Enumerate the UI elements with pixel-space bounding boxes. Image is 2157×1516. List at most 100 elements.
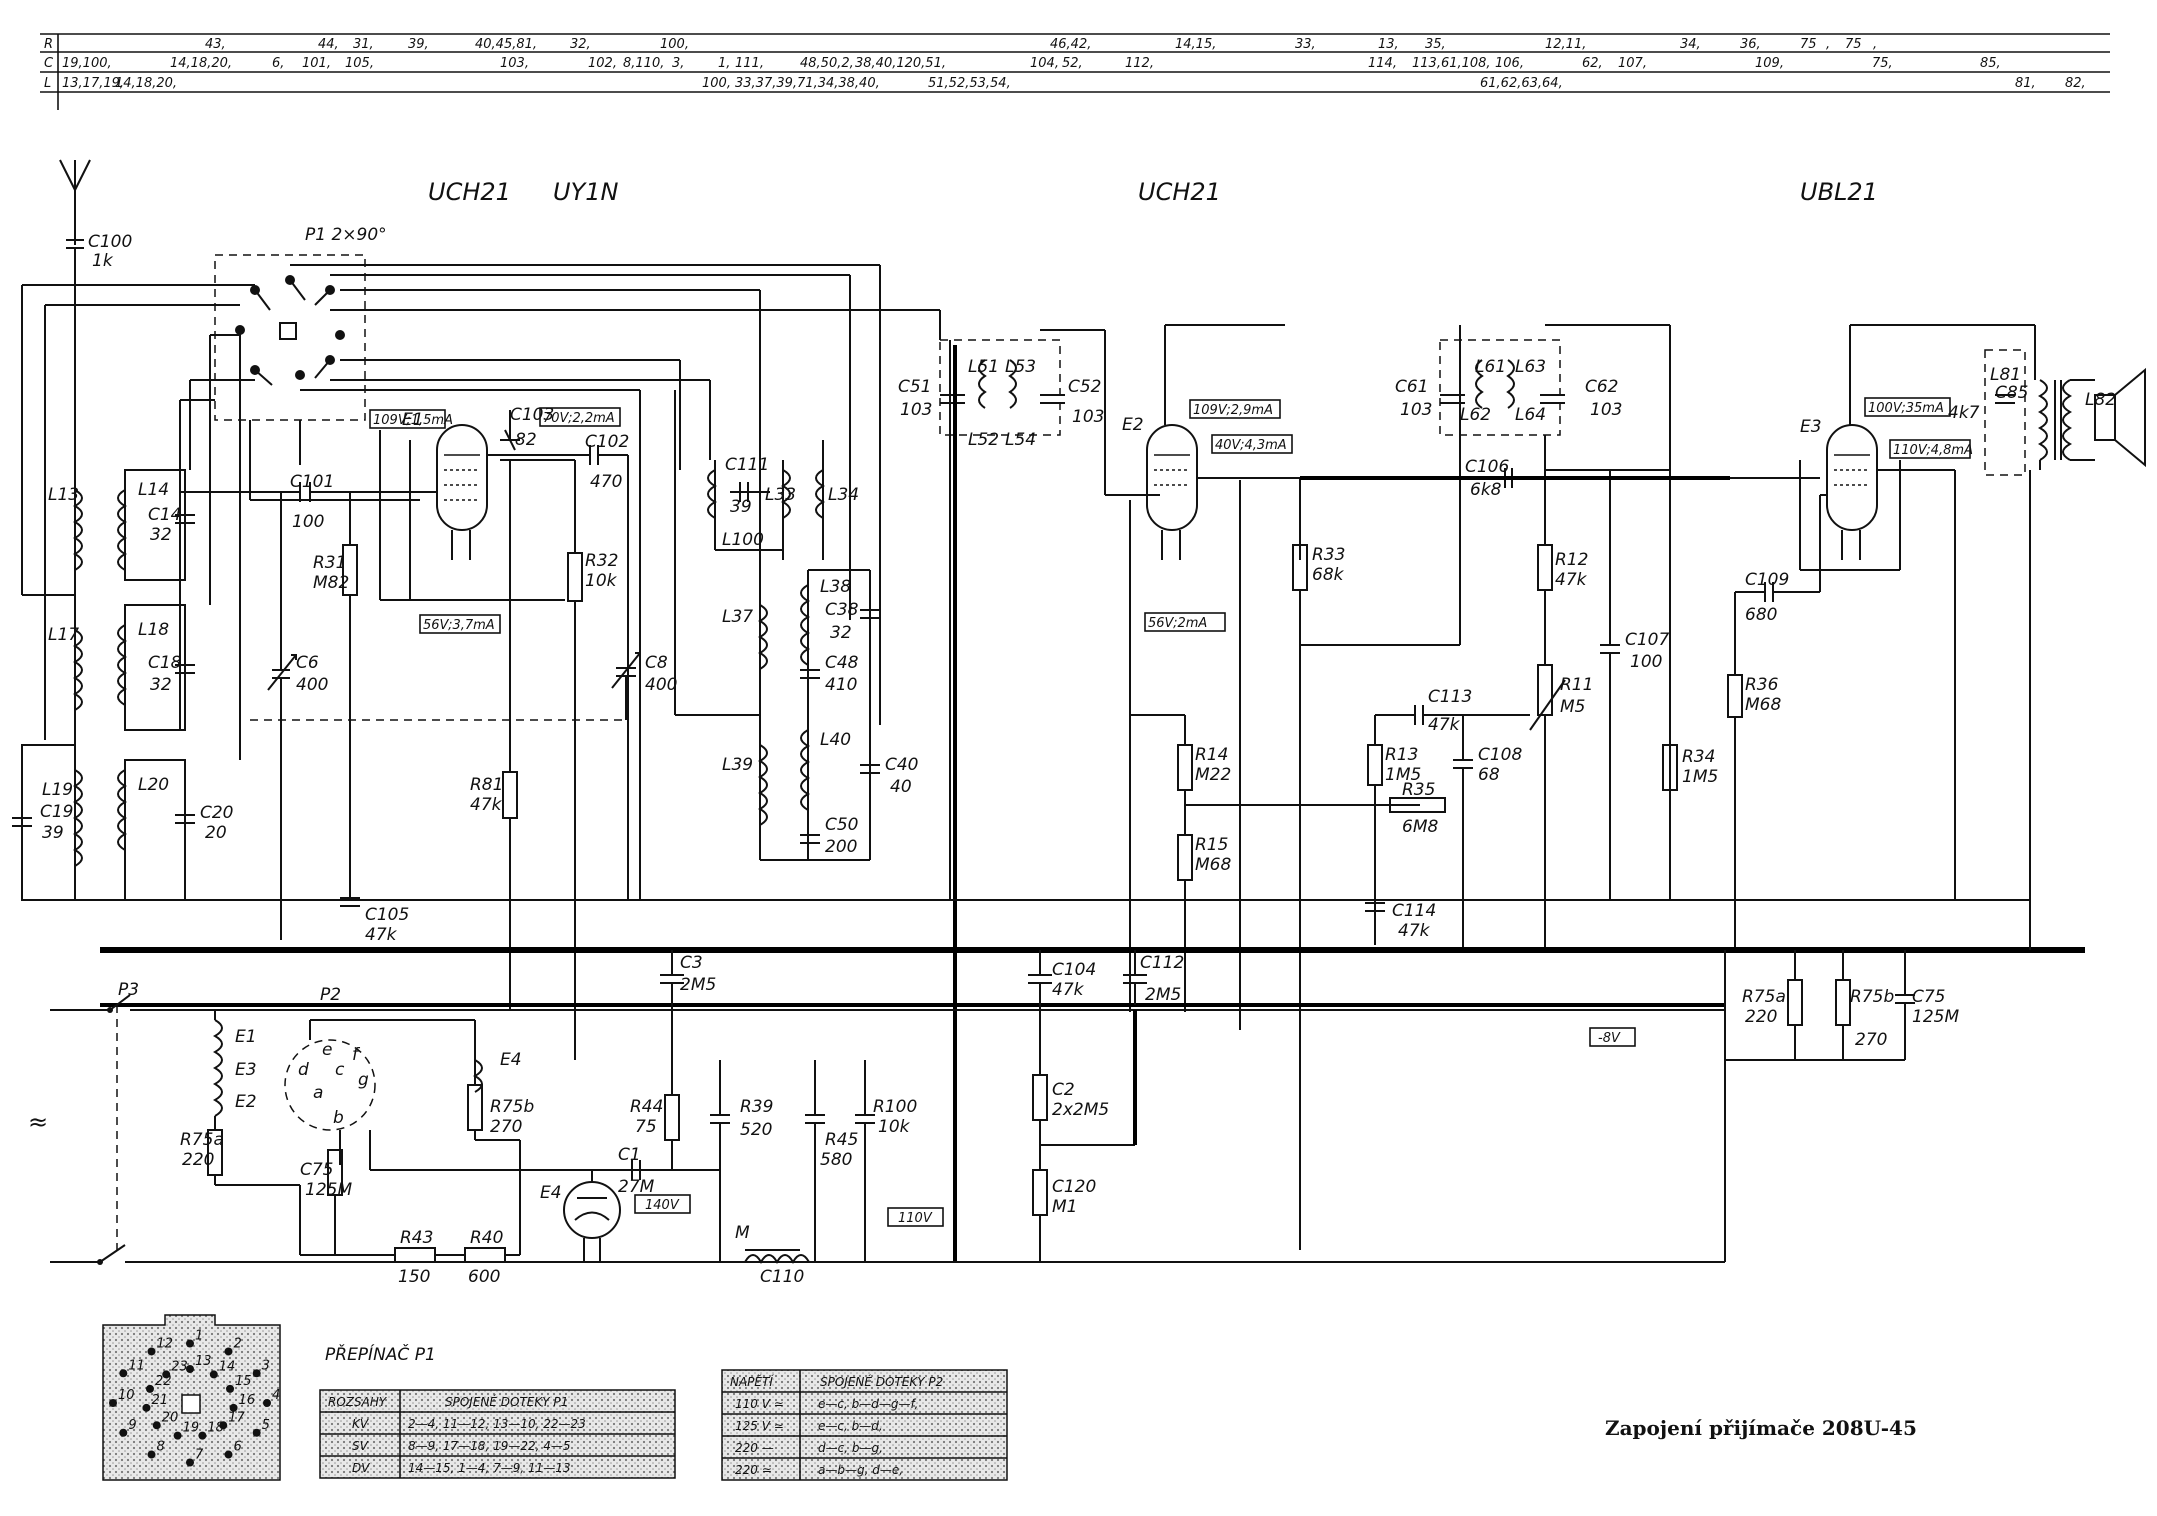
xref-entry: 40,45,81,: [475, 37, 537, 52]
component-ref: L62: [1460, 405, 1491, 425]
p1-contact-dot: [226, 1384, 235, 1393]
voltage-annotation: 110V: [898, 1211, 933, 1226]
xref-entry: 114,: [1368, 56, 1397, 71]
component-ref: R75b: [490, 1097, 534, 1117]
component-value: 103: [1072, 407, 1104, 427]
p1-contact-number: 7: [195, 1448, 204, 1463]
table-header: ROZSAHY: [328, 1395, 388, 1409]
tube-type-label: UBL21: [1800, 178, 1878, 206]
component-value: 1M5: [1385, 765, 1421, 785]
component-value: 400: [645, 675, 677, 695]
component-value: 100: [292, 512, 324, 532]
component-ref: R45: [825, 1130, 858, 1150]
component-value: 400: [296, 675, 328, 695]
tube-type-label: UY1N: [553, 178, 618, 206]
component-value: 520: [740, 1120, 772, 1140]
p1-contact-dot: [147, 1347, 156, 1356]
component-value: 270: [490, 1117, 522, 1137]
p1-contact-dot: [186, 1339, 194, 1348]
component-ref: C106: [1465, 457, 1510, 477]
component-ref: C102: [585, 432, 629, 452]
component-ref: C101: [290, 472, 334, 492]
p1-contact-dot: [119, 1428, 128, 1437]
component-ref: C2: [1052, 1080, 1075, 1100]
p1-contact-number: 2: [234, 1336, 242, 1351]
component-ref: R13: [1385, 745, 1418, 765]
component-ref: C48: [825, 653, 859, 673]
component-ref: C109: [1745, 570, 1789, 590]
component-ref: C38: [825, 600, 859, 620]
component-value: 47k: [470, 795, 503, 815]
xref-entry: 13,17,19,: [62, 76, 124, 91]
xref-entry: 112,: [1125, 56, 1154, 71]
component-ref: R15: [1195, 835, 1228, 855]
component-value: 103: [900, 400, 932, 420]
component-ref: C112: [1140, 953, 1184, 973]
component-value: 32: [150, 525, 172, 545]
component-ref: C51: [898, 377, 932, 397]
p1-contact-dot: [173, 1431, 182, 1440]
switch-label: M: [735, 1223, 750, 1243]
component-ref: R100: [873, 1097, 917, 1117]
table-cell: d—c, b—g,: [818, 1441, 883, 1455]
table-cell: e—c, b—d—g—f,: [818, 1397, 918, 1411]
p1-contact-dot: [186, 1365, 194, 1373]
p1-contact-dot: [109, 1399, 117, 1407]
table-p1: [319, 1389, 676, 1479]
tube-ref: E1: [402, 410, 424, 430]
component-ref: C61: [1395, 377, 1429, 397]
component-ref: R12: [1555, 550, 1588, 570]
switch-wiring: [21, 264, 941, 900]
xref-entry: 81,: [2015, 76, 2036, 91]
table-p2: [721, 1369, 1008, 1481]
p2-contact: b: [333, 1108, 344, 1128]
component-ref: R40: [470, 1228, 503, 1248]
voltage-box: [1144, 612, 1226, 632]
xref-row-key: R: [44, 37, 53, 52]
ground-buses: [75, 345, 2085, 1262]
heater-label: E1: [235, 1027, 257, 1047]
component-ref: L63: [1515, 357, 1546, 377]
voltage-annotation: 109V;1,5mA: [373, 413, 453, 428]
xref-entry: 34,: [1680, 37, 1701, 52]
voltage-box: [1189, 399, 1281, 419]
component-ref: C75: [300, 1160, 334, 1180]
p1-contact-dot: [252, 1369, 261, 1378]
xref-entry: 12,11,: [1545, 37, 1586, 52]
heater-label: E3: [235, 1060, 257, 1080]
voltage-box: [1589, 1027, 1636, 1047]
table-cell: 125 V ≃: [735, 1419, 784, 1433]
voltage-annotation: 40V;4,3mA: [1215, 438, 1287, 453]
component-value: 220: [182, 1150, 214, 1170]
component-value: 1M5: [1682, 767, 1718, 787]
xref-entry: 19,100,: [62, 56, 112, 71]
component-value: M68: [1195, 855, 1231, 875]
xref-entry: 39,: [408, 37, 429, 52]
component-value: M82: [313, 573, 349, 593]
component-value: 82: [515, 430, 537, 450]
component-value: M1: [1052, 1197, 1077, 1217]
xref-entry: 33,: [1295, 37, 1316, 52]
tube-e1: [436, 424, 488, 560]
table-cell: 220 —: [735, 1441, 774, 1455]
xref-entry: 75: [1800, 37, 1817, 52]
component-value: 10k: [878, 1117, 911, 1137]
component-ref: L64: [1515, 405, 1546, 425]
voltage-annotation: 100V;35mA: [1868, 401, 1944, 416]
tube-type-label: UCH21: [428, 178, 511, 206]
mains-symbol: ≈: [28, 1108, 48, 1136]
component-ref: R75b: [1850, 987, 1894, 1007]
component-value: 470: [590, 472, 622, 492]
xref-entry: 1,: [718, 56, 730, 71]
switch-label: P1 2×90°: [305, 225, 387, 245]
component-ref: C40: [885, 755, 919, 775]
component-value: 32: [830, 623, 852, 643]
component-value: M68: [1745, 695, 1781, 715]
heater-label: E2: [235, 1092, 257, 1112]
xref-entry: 104,: [1030, 56, 1059, 71]
p2-contact: f: [352, 1045, 361, 1065]
xref-entry: 62,: [1582, 56, 1603, 71]
tube-e2: [1129, 324, 1420, 1030]
component-value: 40: [890, 777, 912, 797]
